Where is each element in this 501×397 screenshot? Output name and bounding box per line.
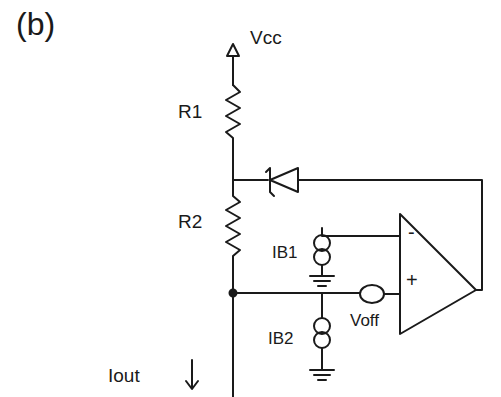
zener-bar bbox=[266, 168, 274, 196]
wire bbox=[384, 293, 400, 295]
current-source-label: IB1 bbox=[272, 244, 298, 261]
wire bbox=[232, 56, 234, 85]
resistor-symbol bbox=[226, 180, 240, 293]
pin-sign: - bbox=[408, 222, 415, 242]
current-arrowhead bbox=[186, 381, 198, 389]
resistor-label: R1 bbox=[178, 102, 202, 121]
current-label: Iout bbox=[108, 366, 140, 385]
current-arrow bbox=[191, 360, 193, 388]
wire bbox=[321, 348, 323, 370]
current-source-symbol bbox=[314, 249, 330, 265]
ground-symbol bbox=[310, 276, 334, 286]
supply-label: Vcc bbox=[250, 28, 282, 47]
wire bbox=[233, 179, 268, 181]
wire bbox=[321, 265, 323, 276]
wire bbox=[298, 180, 482, 290]
resistor-label: R2 bbox=[178, 212, 202, 231]
pin-sign: + bbox=[406, 270, 418, 290]
current-source-label: IB2 bbox=[268, 330, 294, 347]
resistor-symbol bbox=[226, 85, 240, 180]
wire bbox=[233, 292, 360, 294]
wire bbox=[232, 293, 234, 397]
wire bbox=[321, 293, 323, 318]
wire bbox=[322, 228, 400, 236]
supply-symbol bbox=[227, 44, 239, 56]
opamp-symbol bbox=[400, 214, 476, 334]
zener-diode-symbol bbox=[270, 168, 298, 192]
voltage-source-label: Voff bbox=[350, 312, 379, 329]
ground-symbol bbox=[310, 370, 334, 380]
voltage-source-symbol bbox=[360, 285, 384, 303]
figure-label: (b) bbox=[16, 8, 55, 40]
current-source-symbol bbox=[314, 332, 330, 348]
